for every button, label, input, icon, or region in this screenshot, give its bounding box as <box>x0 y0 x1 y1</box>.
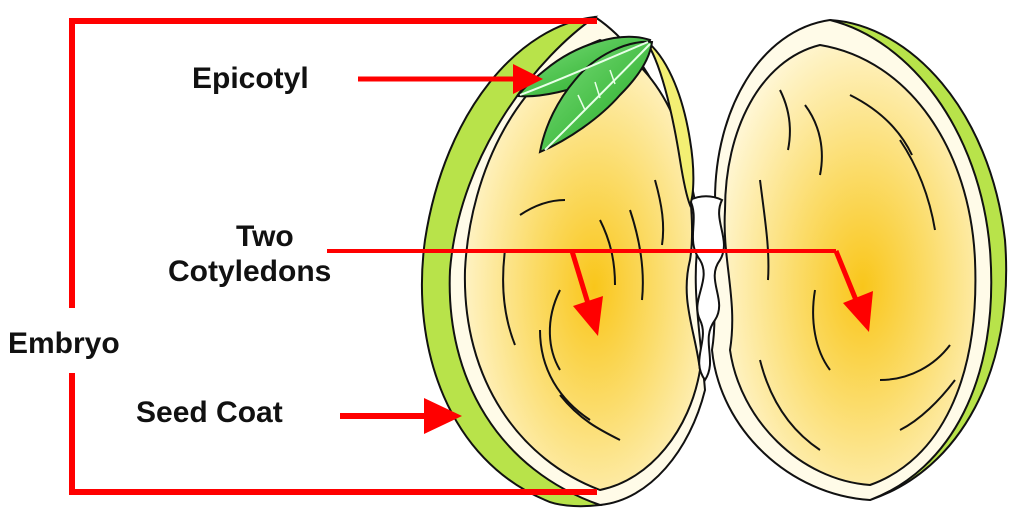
seed-coat-label: Seed Coat <box>136 396 283 430</box>
embryo-label: Embryo <box>8 327 120 361</box>
two-cotyledons-label-line1: Two <box>236 220 294 254</box>
epicotyl-label: Epicotyl <box>192 62 309 96</box>
two-cotyledons-label-line2: Cotyledons <box>168 255 331 289</box>
